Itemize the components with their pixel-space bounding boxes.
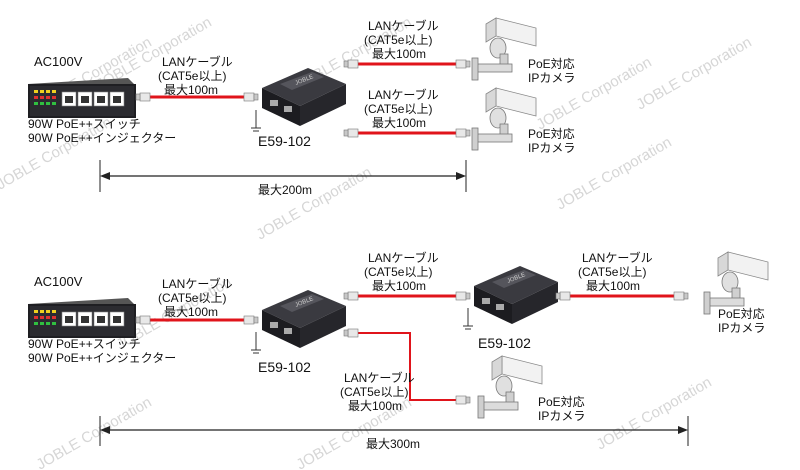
svg-text:最大200m: 最大200m bbox=[258, 183, 312, 197]
svg-text:90W PoE++スイッチ: 90W PoE++スイッチ bbox=[28, 337, 141, 351]
svg-text:最大100m: 最大100m bbox=[164, 83, 218, 97]
svg-text:IPカメラ: IPカメラ bbox=[538, 409, 585, 423]
svg-text:LANケーブル: LANケーブル bbox=[162, 54, 233, 69]
svg-text:JOBLE Corporation: JOBLE Corporation bbox=[594, 374, 715, 454]
svg-text:最大100m: 最大100m bbox=[586, 279, 640, 293]
cable-extender1-camera-low: LANケーブル (CAT5e以上) 最大100m bbox=[340, 328, 471, 413]
svg-text:(CAT5e以上): (CAT5e以上) bbox=[364, 33, 432, 47]
svg-text:JOBLE Corporation: JOBLE Corporation bbox=[34, 394, 155, 470]
poe-switch: AC100V 90W PoE++スイッチ 90W PoE++インジェクター bbox=[27, 54, 176, 145]
svg-text:LANケーブル: LANケーブル bbox=[582, 250, 653, 265]
svg-text:AC100V: AC100V bbox=[34, 274, 83, 289]
svg-text:PoE対応: PoE対応 bbox=[718, 307, 765, 321]
ip-camera-far: PoE対応 IPカメラ bbox=[703, 251, 769, 335]
cable-extender-camera1: LANケーブル (CAT5e以上) 最大100m bbox=[343, 18, 471, 69]
svg-text:最大300m: 最大300m bbox=[366, 437, 420, 451]
cable-extender-camera2: LANケーブル (CAT5e以上) 最大100m bbox=[343, 87, 471, 138]
svg-text:PoE対応: PoE対応 bbox=[528, 127, 575, 141]
svg-text:LANケーブル: LANケーブル bbox=[162, 276, 233, 291]
svg-text:最大100m: 最大100m bbox=[372, 279, 426, 293]
svg-text:(CAT5e以上): (CAT5e以上) bbox=[158, 291, 226, 305]
svg-text:(CAT5e以上): (CAT5e以上) bbox=[158, 69, 226, 83]
svg-text:(CAT5e以上): (CAT5e以上) bbox=[364, 102, 432, 116]
svg-text:IPカメラ: IPカメラ bbox=[528, 71, 575, 85]
svg-text:最大100m: 最大100m bbox=[372, 47, 426, 61]
bottom-diagram: AC100V 90W PoE++スイッチ 90W PoE++インジェクター LA… bbox=[27, 250, 769, 451]
cable-extender1-extender2: LANケーブル (CAT5e以上) 最大100m bbox=[343, 250, 471, 301]
svg-text:LANケーブル: LANケーブル bbox=[368, 87, 439, 102]
svg-text:(CAT5e以上): (CAT5e以上) bbox=[578, 265, 646, 279]
svg-text:LANケーブル: LANケーブル bbox=[344, 370, 415, 385]
svg-text:E59-102: E59-102 bbox=[258, 133, 311, 149]
svg-text:PoE対応: PoE対応 bbox=[528, 57, 575, 71]
cable-switch-extender: LANケーブル (CAT5e以上) 最大100m bbox=[135, 54, 259, 102]
svg-text:90W PoE++インジェクター: 90W PoE++インジェクター bbox=[28, 351, 176, 365]
svg-text:PoE対応: PoE対応 bbox=[538, 395, 585, 409]
svg-text:IPカメラ: IPカメラ bbox=[718, 321, 765, 335]
svg-text:E59-102: E59-102 bbox=[478, 335, 531, 351]
svg-text:JOBLE Corporation: JOBLE Corporation bbox=[634, 34, 755, 114]
extender-1: E59-102 bbox=[250, 289, 347, 375]
svg-text:(CAT5e以上): (CAT5e以上) bbox=[364, 265, 432, 279]
cable-switch-extender1: LANケーブル (CAT5e以上) 最大100m bbox=[135, 276, 259, 325]
top-diagram: AC100V 90W PoE++スイッチ 90W PoE++インジェクター LA… bbox=[27, 17, 575, 197]
poe-switch-2: AC100V 90W PoE++スイッチ 90W PoE++インジェクター bbox=[27, 274, 176, 365]
svg-text:LANケーブル: LANケーブル bbox=[368, 250, 439, 265]
ip-camera-2: PoE対応 IPカメラ bbox=[471, 87, 575, 155]
ip-camera-low: PoE対応 IPカメラ bbox=[477, 355, 585, 423]
svg-text:IPカメラ: IPカメラ bbox=[528, 141, 575, 155]
svg-text:90W PoE++スイッチ: 90W PoE++スイッチ bbox=[28, 117, 141, 131]
extender-2: E59-102 bbox=[462, 265, 559, 351]
svg-text:最大100m: 最大100m bbox=[164, 305, 218, 319]
svg-text:最大100m: 最大100m bbox=[348, 399, 402, 413]
cable-extender2-camera: LANケーブル (CAT5e以上) 最大100m bbox=[555, 250, 689, 301]
ip-camera-1: PoE対応 IPカメラ bbox=[471, 17, 575, 85]
svg-text:AC100V: AC100V bbox=[34, 54, 83, 69]
svg-text:(CAT5e以上): (CAT5e以上) bbox=[340, 385, 408, 399]
svg-text:LANケーブル: LANケーブル bbox=[368, 18, 439, 33]
svg-text:E59-102: E59-102 bbox=[258, 359, 311, 375]
extender-e59-102: E59-102 bbox=[250, 67, 347, 149]
distance-200m: 最大200m bbox=[99, 160, 467, 197]
svg-text:90W PoE++インジェクター: 90W PoE++インジェクター bbox=[28, 131, 176, 145]
svg-text:最大100m: 最大100m bbox=[372, 116, 426, 130]
distance-300m: 最大300m bbox=[99, 416, 689, 451]
